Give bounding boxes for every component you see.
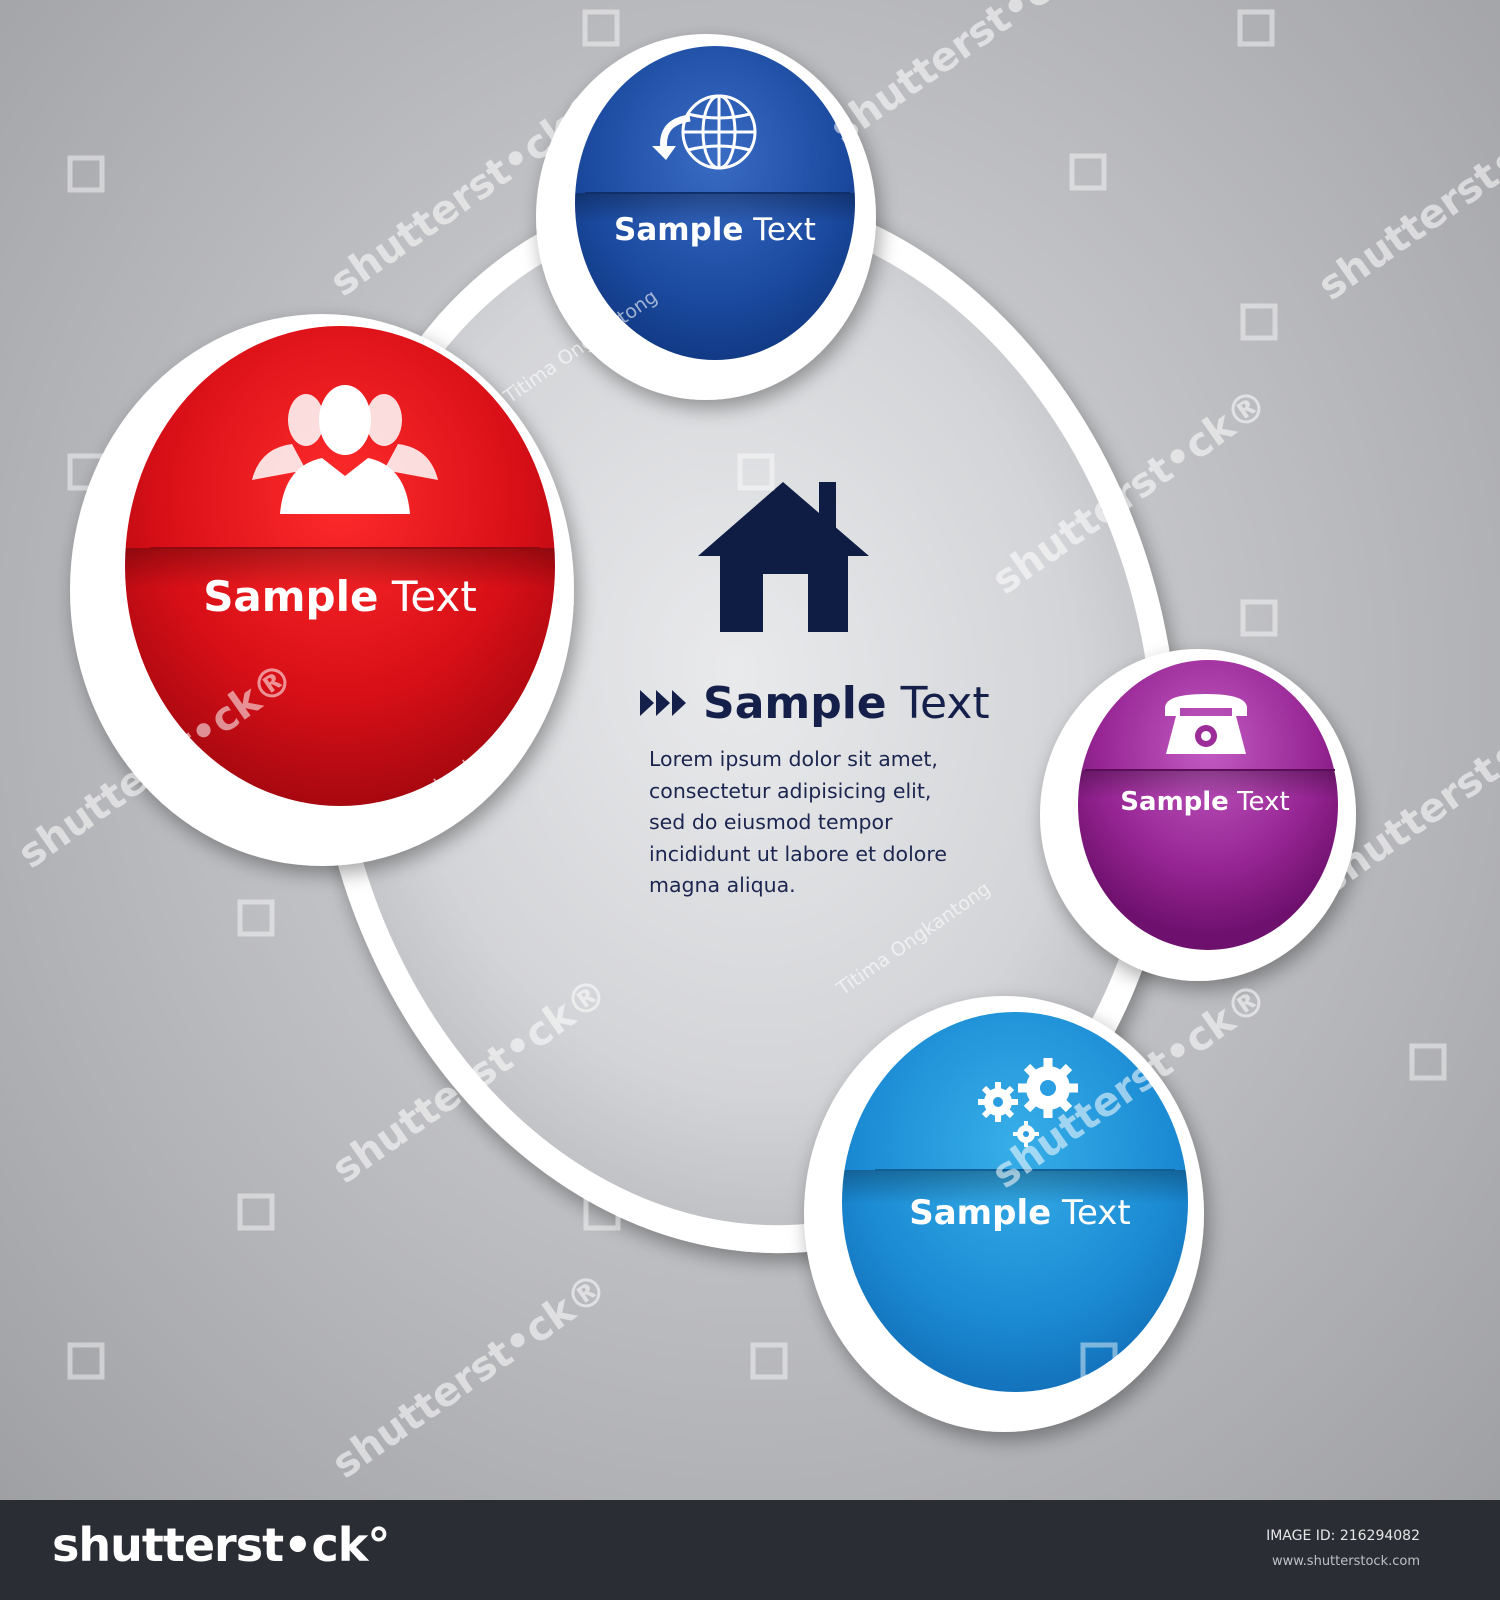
infographic-canvas: Sample Text Sample Text Sample Text Samp… <box>0 0 1500 1500</box>
blue-bubble-label-bold: Sample <box>614 212 744 248</box>
cyan-bubble-label-rest: Text <box>1051 1193 1131 1233</box>
red-bubble-label-bold: Sample <box>203 572 379 621</box>
cyan-bubble-label-bold: Sample <box>909 1193 1052 1233</box>
central-title-bold: Sample <box>703 678 887 729</box>
central-body-text: Lorem ipsum dolor sit amet, consectetur … <box>649 744 989 902</box>
purple-bubble <box>1040 649 1356 981</box>
central-title: Sample Text <box>703 678 990 729</box>
people-icon <box>252 385 438 514</box>
telephone-icon <box>1165 694 1247 754</box>
globe-icon <box>652 94 757 170</box>
body-line: sed do eiusmod tempor <box>649 810 893 834</box>
gears-icon <box>978 1058 1078 1147</box>
infographic-graphics <box>67 9 1447 1432</box>
blue-bubble-label-rest: Text <box>743 212 816 248</box>
watermark-marks <box>67 9 1447 1380</box>
central-title-rest: Text <box>886 678 990 729</box>
cyan-bubble <box>804 996 1204 1432</box>
cyan-bubble-label: Sample Text <box>900 1193 1140 1233</box>
blue-bubble-label: Sample Text <box>605 212 825 248</box>
purple-bubble-label-bold: Sample <box>1120 787 1229 817</box>
purple-bubble-label: Sample Text <box>1105 787 1305 817</box>
fast-forward-icon <box>640 690 686 716</box>
red-bubble-label-rest: Text <box>378 572 477 621</box>
site-url: www.shutterstock.com <box>1271 1554 1420 1569</box>
red-bubble <box>70 314 574 866</box>
shutterstock-logo: shutterst•ck° <box>52 1518 390 1572</box>
body-line: incididunt ut labore et dolore <box>649 841 947 866</box>
body-line: magna aliqua. <box>649 873 796 897</box>
body-line: consectetur adipisicing elit, <box>649 778 932 803</box>
purple-bubble-label-rest: Text <box>1228 787 1290 817</box>
blue-bubble <box>536 34 876 400</box>
house-icon <box>698 482 869 632</box>
footer-bar: shutterst•ck° IMAGE ID: 216294082 www.sh… <box>0 1500 1500 1600</box>
image-id: IMAGE ID: 216294082 <box>1266 1528 1420 1544</box>
body-line: Lorem ipsum dolor sit amet, <box>649 747 938 771</box>
red-bubble-label: Sample Text <box>180 572 500 621</box>
